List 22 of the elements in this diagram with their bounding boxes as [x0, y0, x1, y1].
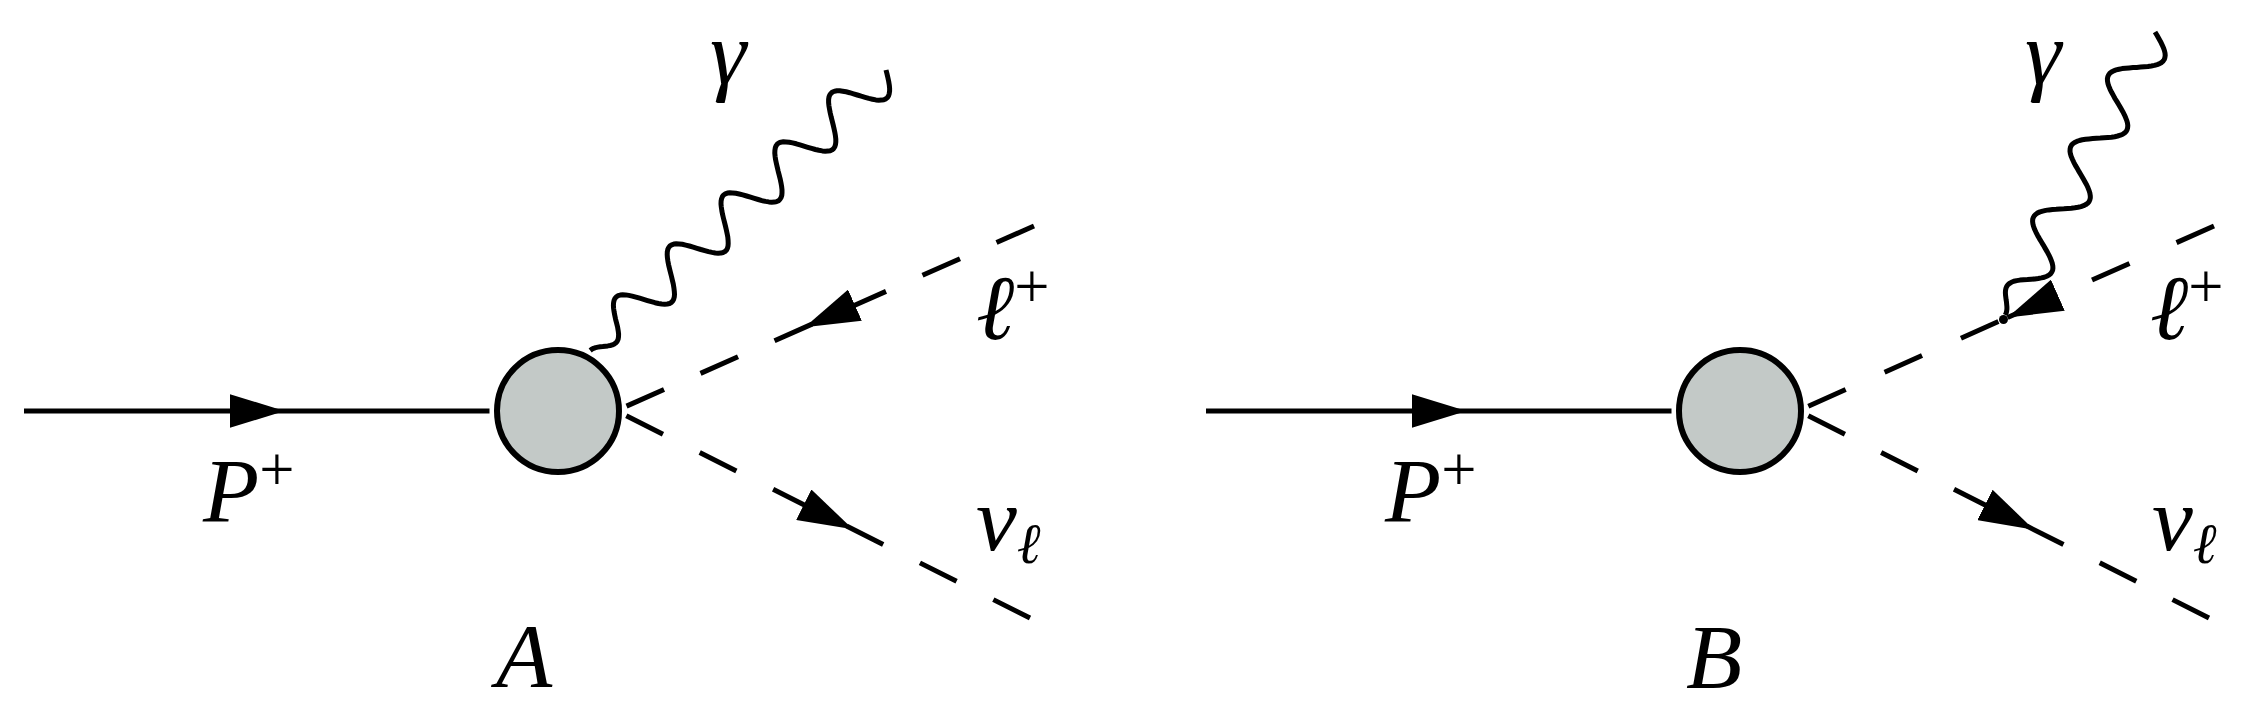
- panel-label: A: [484, 601, 565, 702]
- particle-label: ℓ$^{+}$: [2149, 253, 2225, 361]
- wavy-line: [589, 69, 893, 353]
- dashed-line: [1807, 319, 2000, 409]
- vertex-dot: [1998, 315, 2008, 324]
- vertex-blob: [494, 347, 622, 475]
- particle-label: ν$_{ℓ}$: [975, 467, 1042, 575]
- wavy-line: [2002, 30, 2168, 316]
- particle-label: γ: [709, 1, 750, 106]
- particle-label: P$^{+}$: [1383, 436, 1478, 544]
- particle-label: γ: [2024, 1, 2065, 106]
- panel-label: B: [1685, 605, 1744, 702]
- dashed-arrow: [625, 413, 1032, 621]
- arrow: [24, 394, 490, 428]
- arrow: [1206, 394, 1672, 428]
- particle-label: ν$_{ℓ}$: [2151, 467, 2218, 575]
- dashed-arrow: [1807, 413, 2211, 621]
- dashed-arrow: [625, 223, 1035, 409]
- particle-label: P$^{+}$: [201, 436, 296, 544]
- vertex-blob: [1676, 347, 1804, 475]
- particle-label: ℓ$^{+}$: [975, 253, 1051, 361]
- dashed-arrow: [2006, 223, 2215, 320]
